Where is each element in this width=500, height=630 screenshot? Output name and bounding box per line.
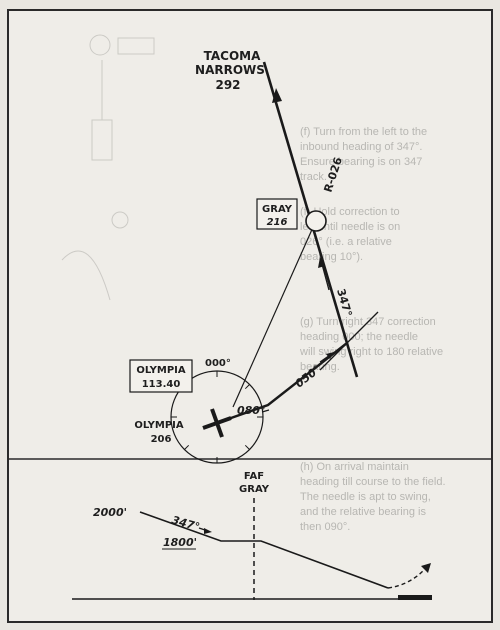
olympia-vor-name: OLYMPIA <box>136 365 186 376</box>
gray-fix-marker <box>305 210 327 232</box>
svg-text:track.: track. <box>300 171 327 183</box>
svg-text:bearing.: bearing. <box>300 361 340 373</box>
olympia-ndb-freq: 206 <box>151 434 172 445</box>
radial-026-line <box>232 224 315 408</box>
altitude-2000-label: 2000' <box>93 506 127 519</box>
svg-text:inbound heading of 347°.: inbound heading of 347°. <box>300 141 422 153</box>
profile-course-arrowhead <box>204 528 212 534</box>
plan-view: TACOMA NARROWS 292 R-026 GRAY 216 347° 0… <box>129 49 379 464</box>
svg-text:then 090°.: then 090°. <box>300 521 350 533</box>
svg-text:bearing 10°).: bearing 10°). <box>300 251 363 263</box>
gray-label-box <box>256 198 298 230</box>
svg-text:Ensure bearing is on 347: Ensure bearing is on 347 <box>300 156 422 168</box>
faf-name: GRAY <box>239 484 270 495</box>
inbound-course-arrow <box>321 263 330 291</box>
intercept-line <box>319 311 379 371</box>
missed-approach-path <box>387 567 427 589</box>
inbound-course-arrowhead <box>318 257 325 268</box>
tacoma-freq: 292 <box>215 78 240 92</box>
outbound-route <box>213 342 348 426</box>
bleed-through-text: (f) Turn from the left to the inbound he… <box>299 126 446 533</box>
gray-freq: 216 <box>267 217 288 228</box>
missed-approach-arrowhead <box>421 563 431 573</box>
faf-label: FAF <box>244 471 264 482</box>
olympia-vor-box <box>129 359 193 393</box>
tacoma-name: TACOMA <box>204 49 261 63</box>
descent-profile <box>139 511 389 589</box>
svg-text:will swing right to 180 relati: will swing right to 180 relative <box>299 346 443 358</box>
bleed-through-figures <box>61 34 155 301</box>
altitude-1800-label: 1800' <box>163 536 197 549</box>
olympia-ndb-symbol <box>202 408 232 438</box>
profile-view: FAF GRAY 2000' 347° 1800' <box>72 471 432 600</box>
svg-text:(h) On arrival maintain: (h) On arrival maintain <box>300 461 409 473</box>
olympia-vor-freq: 113.40 <box>142 379 181 390</box>
svg-text:heading till course to the fie: heading till course to the field. <box>300 476 446 488</box>
svg-text:heading 000; the needle: heading 000; the needle <box>300 331 418 343</box>
olympia-ndb-name: OLYMPIA <box>134 420 184 431</box>
svg-text:and the relative bearing is: and the relative bearing is <box>300 506 426 518</box>
svg-text:026° (i.e. a relative: 026° (i.e. a relative <box>300 236 392 248</box>
svg-text:(f) Turn from the left to the: (f) Turn from the left to the <box>300 126 427 138</box>
radial-000-label: 000° <box>205 358 231 369</box>
gray-name: GRAY <box>262 204 293 215</box>
chart-frame <box>7 9 493 623</box>
runway-symbol <box>398 595 432 600</box>
course-050-arrowhead <box>326 352 334 359</box>
course-080-label: 080° <box>237 404 265 417</box>
tacoma-name-2: NARROWS <box>195 63 265 77</box>
svg-text:The needle is apt to swing,: The needle is apt to swing, <box>300 491 431 503</box>
course-arrowhead <box>272 88 282 103</box>
